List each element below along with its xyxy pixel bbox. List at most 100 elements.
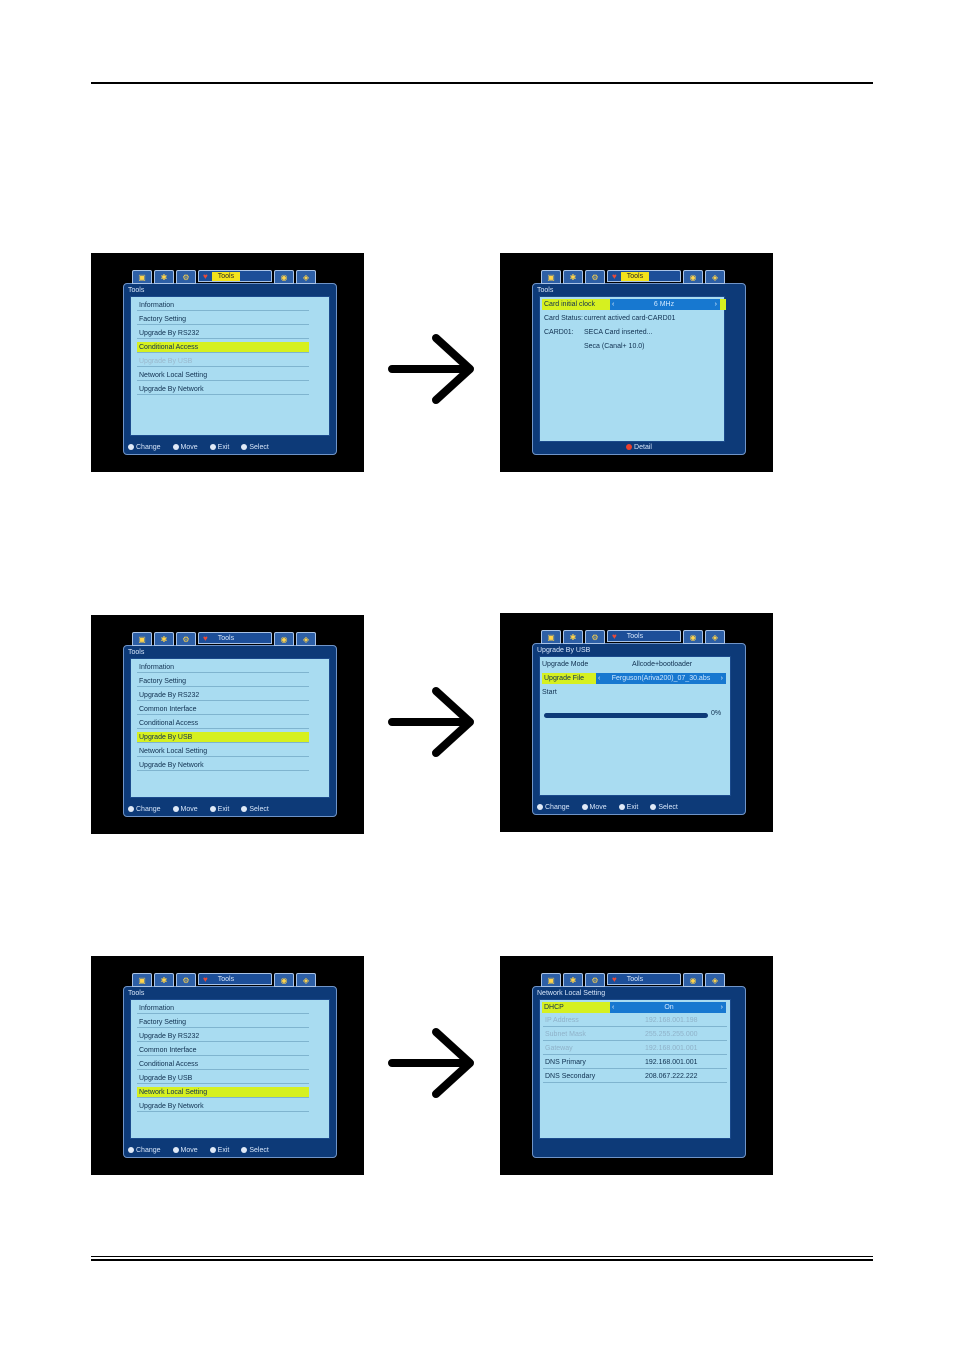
menu-item-conditional-access[interactable]: Conditional Access (137, 718, 309, 729)
menu-item-network-local-setting[interactable]: Network Local Setting (137, 746, 309, 757)
tools-icon: ♥ (612, 974, 617, 984)
game-tab-icon[interactable]: ◉ (274, 632, 294, 646)
satellite-tab-icon[interactable]: ✱ (154, 632, 174, 646)
chevron-right-icon[interactable]: › (720, 1004, 723, 1011)
exit-icon (209, 1147, 216, 1153)
menu-footer: Change Move Exit Select (128, 1145, 332, 1155)
chevron-left-icon[interactable]: ‹ (612, 301, 615, 308)
menu-item-upgrade-rs232[interactable]: Upgrade By RS232 (137, 328, 309, 339)
tab-bar: ▣ ✱ ⚙ ♥ Tools ◉ ◈ (132, 270, 316, 284)
menu-item-upgrade-network[interactable]: Upgrade By Network (137, 1101, 309, 1112)
dns-primary-row[interactable]: DNS Primary 192.168.001.001 (543, 1056, 727, 1069)
menu-frame: ▣ ✱ ⚙ ♥ Tools ◉ ◈ Upgrade By USB Upgrade… (532, 630, 746, 815)
menu-item-factory-setting[interactable]: Factory Setting (137, 1017, 309, 1028)
menu-item-upgrade-usb[interactable]: Upgrade By USB (137, 1073, 309, 1084)
menu-item-factory-setting[interactable]: Factory Setting (137, 676, 309, 687)
menu-item-upgrade-network[interactable]: Upgrade By Network (137, 760, 309, 771)
tab-tools[interactable]: ♥ Tools (607, 973, 681, 985)
satellite-tab-icon[interactable]: ✱ (563, 973, 583, 987)
card-status-value: current actived card-CARD01 (584, 315, 676, 322)
media-tab-icon[interactable]: ◈ (296, 270, 316, 284)
tv-tab-icon[interactable]: ▣ (541, 973, 561, 987)
ip-address-value: 192.168.001.198 (645, 1017, 698, 1024)
satellite-tab-icon[interactable]: ✱ (563, 630, 583, 644)
tv-tab-icon[interactable]: ▣ (132, 270, 152, 284)
subnet-mask-label: Subnet Mask (545, 1031, 586, 1038)
menu-item-conditional-access[interactable]: Conditional Access (137, 342, 309, 353)
up-down-icon (172, 1147, 179, 1153)
card01-value: SECA Card inserted... (584, 329, 653, 336)
chevron-right-icon[interactable]: › (714, 301, 717, 308)
screenshot-tools-menu-1: ▣ ✱ ⚙ ♥ Tools ◉ ◈ Tools Information Fact… (91, 253, 364, 472)
tab-tools[interactable]: ♥ Tools (198, 632, 272, 644)
settings-tab-icon[interactable]: ⚙ (176, 270, 196, 284)
tab-tools[interactable]: ♥ Tools (607, 630, 681, 642)
game-tab-icon[interactable]: ◉ (274, 270, 294, 284)
screenshot-upgrade-usb: ▣ ✱ ⚙ ♥ Tools ◉ ◈ Upgrade By USB Upgrade… (500, 613, 773, 832)
chevron-right-icon[interactable]: › (720, 675, 723, 682)
left-right-icon (128, 1147, 134, 1153)
menu-panel: Information Factory Setting Upgrade By R… (130, 658, 330, 798)
menu-item-upgrade-usb[interactable]: Upgrade By USB (137, 356, 309, 367)
settings-tab-icon[interactable]: ⚙ (176, 632, 196, 646)
menu-frame: ▣ ✱ ⚙ ♥ Tools ◉ ◈ Tools Information Fact… (123, 270, 337, 455)
tv-tab-icon[interactable]: ▣ (132, 973, 152, 987)
ip-address-row[interactable]: IP Address 192.168.001.198 (543, 1014, 727, 1027)
media-tab-icon[interactable]: ◈ (296, 632, 316, 646)
tv-tab-icon[interactable]: ▣ (541, 630, 561, 644)
tab-tools[interactable]: ♥ Tools (607, 270, 681, 282)
settings-tab-icon[interactable]: ⚙ (585, 630, 605, 644)
menu-footer: Change Move Exit Select (537, 802, 741, 812)
tv-tab-icon[interactable]: ▣ (132, 632, 152, 646)
subnet-mask-row[interactable]: Subnet Mask 255.255.255.000 (543, 1028, 727, 1041)
tab-bar: ▣ ✱ ⚙ ♥ Tools ◉ ◈ (132, 632, 316, 646)
tv-tab-icon[interactable]: ▣ (541, 270, 561, 284)
tab-tools[interactable]: ♥ Tools (198, 270, 272, 282)
chevron-left-icon[interactable]: ‹ (598, 675, 601, 682)
satellite-tab-icon[interactable]: ✱ (154, 973, 174, 987)
upgrade-mode-value[interactable]: Allcode+bootloader (632, 661, 693, 668)
game-tab-icon[interactable]: ◉ (683, 630, 703, 644)
menu-item-upgrade-usb[interactable]: Upgrade By USB (137, 732, 309, 743)
upgrade-file-selector[interactable]: Upgrade File ‹ Ferguson(Ariva200)_07_30.… (542, 673, 726, 684)
up-down-icon (172, 444, 179, 450)
satellite-tab-icon[interactable]: ✱ (563, 270, 583, 284)
menu-frame: ▣ ✱ ⚙ ♥ Tools ◉ ◈ Network Local Setting … (532, 973, 746, 1158)
menu-item-upgrade-rs232[interactable]: Upgrade By RS232 (137, 1031, 309, 1042)
media-tab-icon[interactable]: ◈ (705, 630, 725, 644)
media-tab-icon[interactable]: ◈ (705, 270, 725, 284)
footer-rule-thin (91, 1256, 873, 1257)
menu-item-common-interface[interactable]: Common Interface (137, 704, 309, 715)
card-clock-selector[interactable]: Card initial clock ‹ 6 MHz › (542, 299, 726, 310)
media-tab-icon[interactable]: ◈ (296, 973, 316, 987)
chevron-left-icon[interactable]: ‹ (612, 1004, 615, 1011)
menu-item-upgrade-network[interactable]: Upgrade By Network (137, 384, 309, 395)
tab-tools[interactable]: ♥ Tools (198, 973, 272, 985)
menu-item-network-local-setting[interactable]: Network Local Setting (137, 1087, 309, 1098)
settings-tab-icon[interactable]: ⚙ (585, 973, 605, 987)
menu-item-information[interactable]: Information (137, 300, 309, 311)
menu-item-conditional-access[interactable]: Conditional Access (137, 1059, 309, 1070)
dns-primary-label: DNS Primary (545, 1059, 586, 1066)
media-tab-icon[interactable]: ◈ (705, 973, 725, 987)
menu-item-common-interface[interactable]: Common Interface (137, 1045, 309, 1056)
settings-tab-icon[interactable]: ⚙ (176, 973, 196, 987)
menu-item-network-local-setting[interactable]: Network Local Setting (137, 370, 309, 381)
dns-secondary-row[interactable]: DNS Secondary 208.067.222.222 (543, 1070, 727, 1083)
start-button[interactable]: Start (542, 689, 557, 696)
up-down-icon (172, 806, 179, 812)
satellite-tab-icon[interactable]: ✱ (154, 270, 174, 284)
game-tab-icon[interactable]: ◉ (683, 973, 703, 987)
menu-item-information[interactable]: Information (137, 1003, 309, 1014)
tab-tools-label: Tools (626, 975, 644, 983)
settings-tab-icon[interactable]: ⚙ (585, 270, 605, 284)
menu-item-information[interactable]: Information (137, 662, 309, 673)
upgrade-file-value: Ferguson(Ariva200)_07_30.abs (611, 675, 711, 682)
gateway-row[interactable]: Gateway 192.168.001.001 (543, 1042, 727, 1055)
game-tab-icon[interactable]: ◉ (683, 270, 703, 284)
menu-item-upgrade-rs232[interactable]: Upgrade By RS232 (137, 690, 309, 701)
dhcp-selector[interactable]: DHCP ‹ On › (542, 1002, 726, 1013)
menu-item-factory-setting[interactable]: Factory Setting (137, 314, 309, 325)
game-tab-icon[interactable]: ◉ (274, 973, 294, 987)
footer-change: Change (136, 443, 161, 451)
